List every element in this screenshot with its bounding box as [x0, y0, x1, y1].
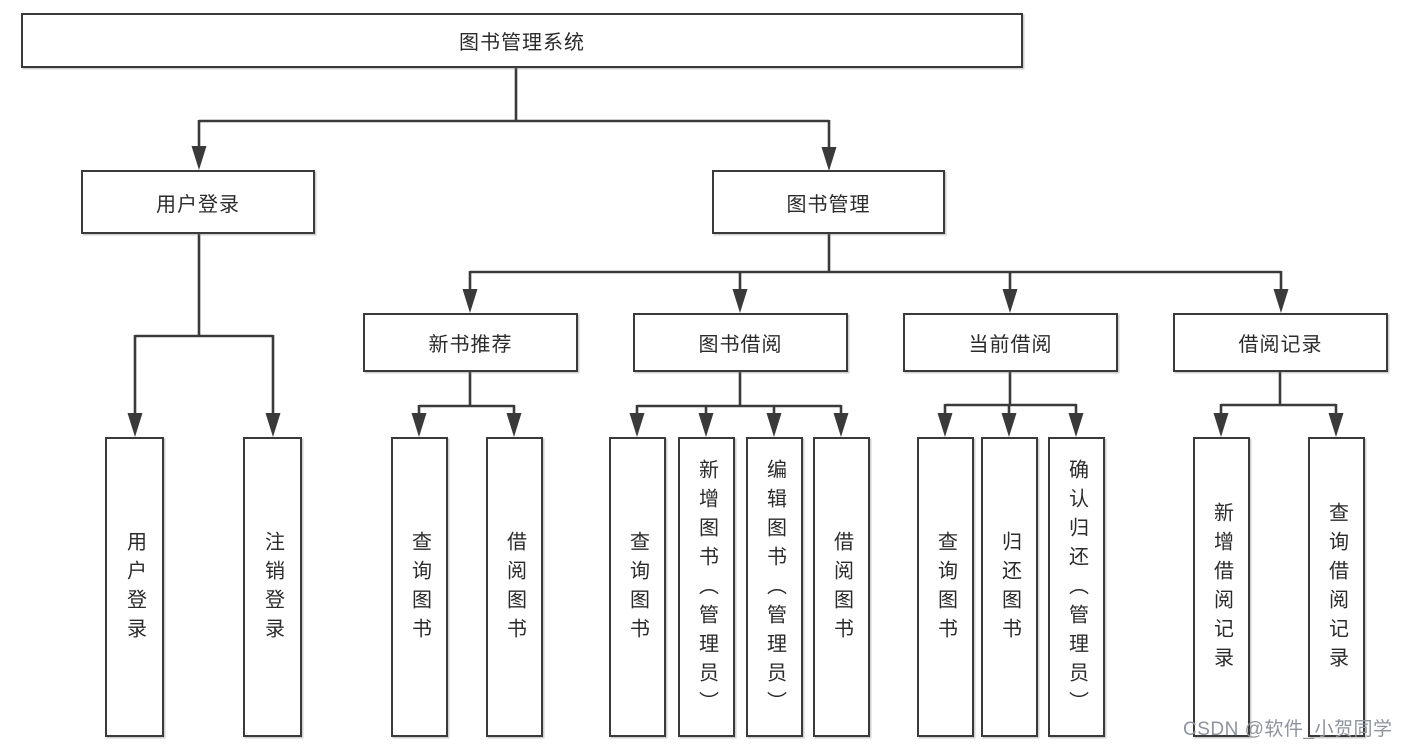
node-borrow-records-label: 借阅记录 [1238, 334, 1323, 356]
leaf-add-book-admin-label: 新增图书（管理员） [695, 458, 718, 720]
leaf-add-book-admin: 新增图书（管理员） [678, 437, 735, 737]
leaf-current-query-books-label: 查询图书 [934, 531, 957, 647]
node-root-label: 图书管理系统 [459, 32, 585, 54]
leaf-borrow-books: 借阅图书 [813, 437, 870, 737]
node-borrow-records: 借阅记录 [1173, 313, 1388, 372]
leaf-add-borrow-record-label: 新增借阅记录 [1210, 502, 1233, 676]
leaf-newbook-query-books-label: 查询图书 [408, 531, 431, 647]
leaf-return-books: 归还图书 [981, 437, 1038, 737]
leaf-borrow-query-books: 查询图书 [609, 437, 666, 737]
node-current-borrow: 当前借阅 [903, 313, 1118, 372]
node-book-borrow: 图书借阅 [633, 313, 848, 372]
csdn-watermark: CSDN @软件_小贺同学 [1183, 719, 1393, 740]
leaf-confirm-return-admin-label: 确认归还（管理员） [1065, 458, 1088, 720]
leaf-logout-label: 注销登录 [261, 531, 284, 647]
node-user-login: 用户登录 [81, 170, 315, 234]
leaf-user-login: 用户登录 [105, 437, 164, 737]
node-book-management: 图书管理 [712, 170, 945, 234]
node-root-system: 图书管理系统 [21, 13, 1023, 68]
node-book-management-label: 图书管理 [786, 193, 871, 216]
leaf-logout: 注销登录 [243, 437, 302, 737]
node-new-book-recommend: 新书推荐 [363, 313, 578, 372]
leaf-user-login-label: 用户登录 [123, 531, 146, 647]
leaf-return-books-label: 归还图书 [998, 531, 1021, 647]
leaf-add-borrow-record: 新增借阅记录 [1193, 437, 1250, 737]
leaf-edit-book-admin: 编辑图书（管理员） [746, 437, 803, 737]
node-user-login-label: 用户登录 [156, 193, 240, 216]
leaf-newbook-borrow-books-label: 借阅图书 [503, 531, 526, 647]
node-new-book-recommend-label: 新书推荐 [428, 334, 513, 356]
leaf-confirm-return-admin: 确认归还（管理员） [1048, 437, 1105, 737]
leaf-borrow-books-label: 借阅图书 [830, 531, 853, 647]
node-current-borrow-label: 当前借阅 [968, 334, 1053, 356]
leaf-current-query-books: 查询图书 [917, 437, 974, 737]
node-book-borrow-label: 图书借阅 [698, 334, 783, 356]
leaf-edit-book-admin-label: 编辑图书（管理员） [763, 458, 786, 720]
leaf-query-borrow-record-label: 查询借阅记录 [1325, 502, 1348, 676]
leaf-query-borrow-record: 查询借阅记录 [1308, 437, 1365, 737]
leaf-borrow-query-books-label: 查询图书 [626, 531, 649, 647]
leaf-newbook-borrow-books: 借阅图书 [486, 437, 543, 737]
leaf-newbook-query-books: 查询图书 [391, 437, 448, 737]
